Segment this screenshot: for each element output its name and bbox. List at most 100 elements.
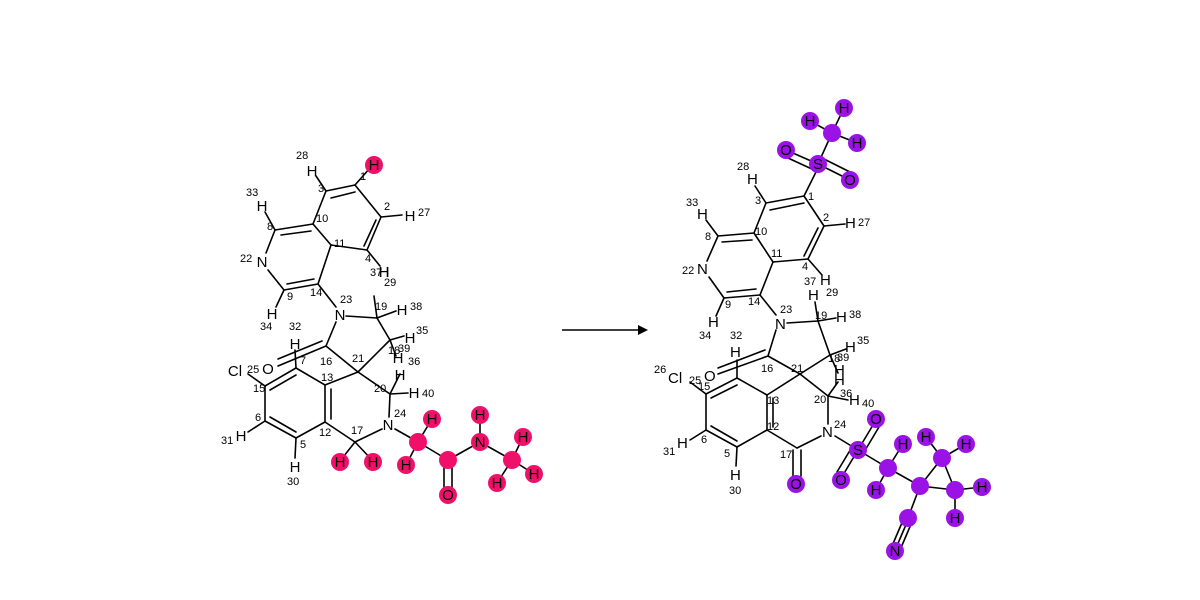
atom-number: 4 [365,253,371,265]
atom-label-product-cl: Cl [668,370,682,387]
atom-label-h: H [409,385,420,402]
product-highlight-atom [946,509,964,527]
atom-number: 16 [320,356,332,368]
product-highlight-atom [933,449,951,467]
reactant-highlight-atom [409,433,427,451]
atom-number: 32 [730,330,742,342]
atom-number: 25 [247,364,259,376]
reactant-highlight-atom [423,410,441,428]
atom-number: 6 [701,434,707,446]
reactant-highlight-atom-label: H [518,429,529,446]
atom-number: 12 [319,427,331,439]
reactant-highlight-atom-label: H [427,411,438,428]
product-highlight-atom [973,478,991,496]
atom-number: 34 [699,330,711,342]
reactant-highlight-atom [488,474,506,492]
atom-number: 20 [814,394,826,406]
atom-number: 27 [418,207,430,219]
atom-number: 6 [255,412,261,424]
atom-label-h: H [405,330,416,347]
atom-number: 17 [351,425,363,437]
product-highlight-atom-label: H [839,100,850,117]
reactant-highlight-atom-label: H [401,457,412,474]
reactant-highlight-atom [331,453,349,471]
atom-number: 9 [287,291,293,303]
product-highlight-atom [801,112,819,130]
product-highlight-atom [957,435,975,453]
atom-number: 2 [384,201,390,213]
atom-number: 31 [221,435,233,447]
atom-number: 34 [260,321,272,333]
atom-number: 18 [828,353,840,365]
product-highlight-atom [835,99,853,117]
atom-number: 24 [834,419,846,431]
reactant-highlight-atom [471,433,489,451]
atom-number: 33 [686,197,698,209]
atom-number: 22 [682,265,694,277]
atom-number: 4 [802,261,808,273]
product-highlight-atom-label: O [870,411,882,428]
reactant-highlight-atom-label: O [442,487,454,504]
atom-label-product-h33: H [697,206,708,223]
product-highlight-atom-label: H [961,436,972,453]
product-highlight-atom [777,141,795,159]
atom-number: 23 [780,304,792,316]
product-highlight-atom-label: H [898,436,909,453]
product-highlight-atom [849,441,867,459]
atom-label-h: H [267,306,278,323]
reaction-arrow [562,325,648,335]
atom-label-h: H [236,428,247,445]
reactant-highlight-atom-label: H [369,157,380,174]
atom-label-product-h-36: H [834,372,845,389]
atom-number: 5 [724,448,730,460]
product-highlight-atom [946,481,964,499]
atom-label-h: H [379,264,390,281]
product-highlight-atom [823,124,841,142]
product-highlight-atom [841,171,859,189]
atom-number: 36 [408,356,420,368]
atom-label-product-n22: N [697,261,708,278]
product-highlight-atom-label: H [921,429,932,446]
atom-label-n: N [257,254,268,271]
atom-label-product-n24: N [822,424,833,441]
atom-number: 24 [394,408,406,420]
atom-number: 19 [815,310,827,322]
atom-number: 18 [388,345,400,357]
reactant-highlight-atom-label: H [529,466,540,483]
product-highlight-atom [911,477,929,495]
atom-number: 12 [767,421,779,433]
product-highlight-atom-label: H [871,482,882,499]
atom-label-product-h-19: H [808,287,819,304]
atom-label-product-h38: H [836,309,847,326]
product-highlight-atom-label: O [780,142,792,159]
atom-label-product-h-39: H [834,362,845,379]
product-highlight-atom [848,134,866,152]
product-atom-labels: Cl O N N N H H H H H H H H H H H H H H 1… [654,161,874,497]
atom-label-product-h30: H [730,467,741,484]
product-highlight-atom [867,410,885,428]
atom-label-h: H [257,198,268,215]
product-highlight-atom [832,471,850,489]
atom-label-h: H [405,208,416,225]
atom-label-h: H [307,163,318,180]
product-highlight-atom-label: H [852,135,863,152]
atom-number: 30 [287,476,299,488]
atom-number: 28 [737,161,749,173]
atom-number: 14 [310,287,322,299]
atom-number: 39 [398,343,410,355]
atom-number: 22 [240,253,252,265]
atom-number: 1 [808,191,814,203]
reactant-highlight-atom-label: H [492,475,503,492]
atom-label-product-o: O [704,368,716,385]
atom-number: 20 [374,383,386,395]
atom-number: 13 [767,395,779,407]
atom-number: 30 [729,485,741,497]
atom-number: 39 [837,352,849,364]
atom-number: 21 [352,353,364,365]
reactant-highlight-atom-label: H [368,454,379,471]
atom-number: 14 [748,296,760,308]
